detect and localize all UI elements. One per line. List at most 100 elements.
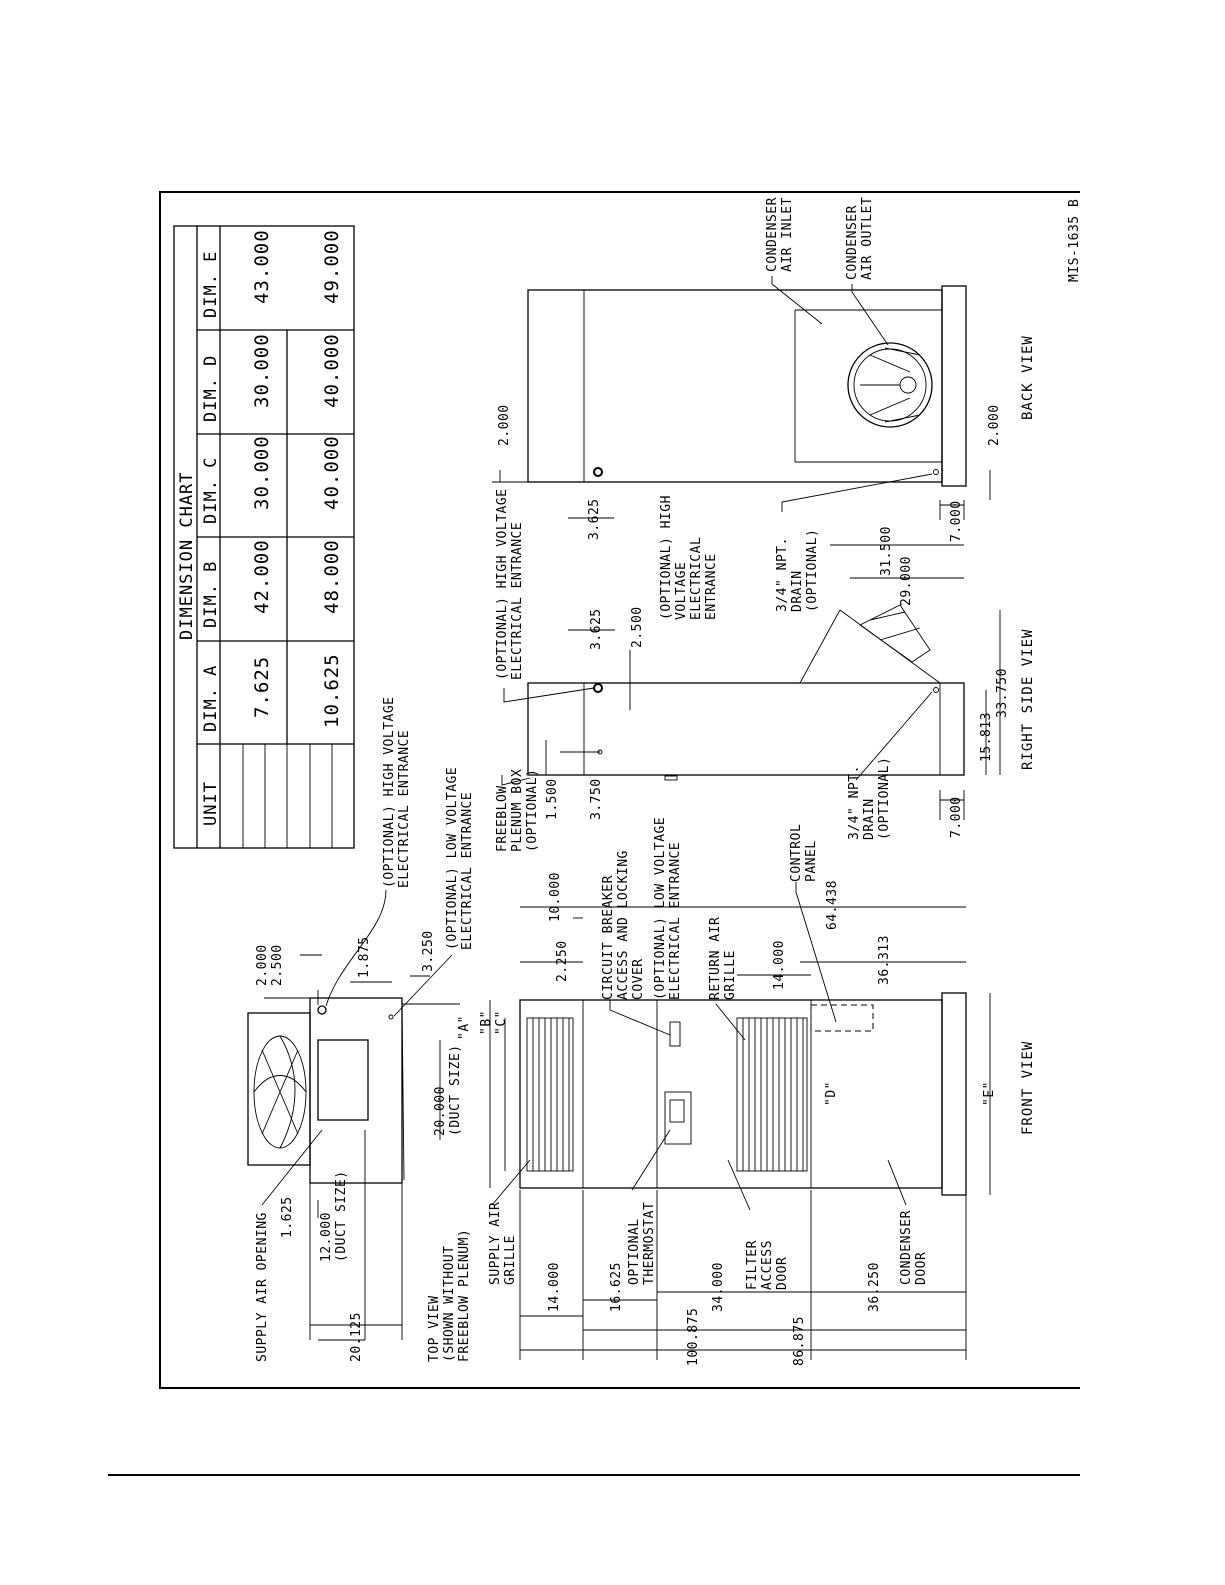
- dim-label: 7.000: [949, 796, 964, 838]
- callout-side-hv2: ELECTRICAL: [689, 537, 704, 620]
- chart-cell: 30.000: [251, 333, 273, 408]
- dimension-chart-title: DIMENSION CHART: [177, 471, 197, 640]
- dim-label: 2.500: [630, 606, 645, 648]
- callout-control-panel: CONTROL: [789, 824, 804, 882]
- callout-freeblow-plenum: (OPTIONAL): [525, 769, 540, 852]
- dim-label: 3.625: [589, 608, 604, 650]
- top-view-drawing: [247, 997, 405, 1184]
- top-view-title: (SHOWN WITHOUT: [442, 1245, 457, 1362]
- front-view-drawing: [519, 992, 967, 1196]
- top-view-title: FREEBLOW PLENUM): [457, 1229, 472, 1362]
- callout-side-hv: (OPTIONAL) HIGH VOLTAGE: [495, 488, 510, 680]
- leader-line: [631, 1129, 671, 1191]
- dim-label: 3.250: [421, 930, 436, 972]
- callout-drain-back: DRAIN: [790, 570, 805, 612]
- callout-condenser-air-outlet: CONDENSER: [845, 205, 860, 280]
- callout-return-air-grille: RETURN AIR: [708, 917, 723, 1000]
- dim-label: 10.000: [548, 872, 563, 922]
- callout-condenser-door: CONDENSER: [899, 1210, 914, 1285]
- right-side-view-drawing: [527, 604, 965, 781]
- chart-cell: 40.000: [321, 333, 343, 408]
- leader-line: [855, 691, 933, 781]
- right-side-view-dim-lines: [545, 544, 1001, 820]
- chart-header-dim-c: DIM. C: [201, 457, 221, 524]
- drawing-number: MIS-1635 B: [1067, 199, 1082, 282]
- callout-return-air-grille: GRILLE: [723, 950, 738, 1000]
- dim-label: 100.875: [686, 1308, 701, 1366]
- chart-cell: 49.000: [321, 229, 343, 304]
- dim-label: (DUCT SIZE): [334, 1170, 349, 1262]
- leader-line: [501, 775, 531, 786]
- leader-line: [261, 1129, 323, 1206]
- callout-side-hv2: ENTRANCE: [704, 553, 719, 620]
- dim-label: 36.250: [867, 1262, 882, 1312]
- dim-label: "C": [494, 1010, 509, 1035]
- dim-label: 14.000: [547, 1262, 562, 1312]
- top-view-title: TOP VIEW: [427, 1295, 442, 1362]
- chart-cell: 48.000: [321, 539, 343, 614]
- leader-line: [491, 1159, 531, 1206]
- callout-control-panel: PANEL: [804, 840, 819, 882]
- leader-line: [503, 687, 595, 703]
- dim-label: 20.125: [349, 1312, 364, 1362]
- callout-optional-thermostat: THERMOSTAT: [642, 1202, 657, 1285]
- dim-label: (DUCT SIZE): [448, 1044, 463, 1136]
- callout-filter-access-door: FILTER: [745, 1240, 760, 1290]
- callout-condenser-air-outlet: AIR OUTLET: [860, 197, 875, 280]
- callout-front-lv: (OPTIONAL) LOW VOLTAGE: [653, 817, 668, 1000]
- callout-drain-back: (OPTIONAL): [805, 529, 820, 612]
- callout-circuit-breaker: CIRCUIT BREAKER: [601, 875, 616, 1000]
- callout-freeblow-plenum: FREEBLOW: [495, 785, 510, 852]
- dim-label: 1.500: [545, 778, 560, 820]
- callout-drain-side: (OPTIONAL): [877, 757, 892, 840]
- dim-label: "A": [457, 1015, 472, 1040]
- chart-cell: 42.000: [251, 539, 273, 614]
- front-view-dim-lines: [489, 906, 991, 1360]
- dim-label: 15.813: [979, 712, 994, 762]
- callout-circuit-breaker: COVER: [631, 958, 646, 1000]
- dim-label: 3.625: [587, 498, 602, 540]
- callout-drain-side: DRAIN: [862, 798, 877, 840]
- callout-top-lv: ELECTRICAL ENTRANCE: [460, 792, 475, 950]
- chart-header-dim-b: DIM. B: [201, 561, 221, 628]
- dim-label: 2.000: [987, 404, 1002, 446]
- leader-line: [727, 1159, 751, 1211]
- back-view-title: BACK VIEW: [1020, 335, 1036, 420]
- dim-label: 33.750: [995, 668, 1010, 718]
- chart-cell: 7.625: [251, 656, 273, 718]
- leader-line: [609, 1000, 671, 1036]
- callout-side-hv2: (OPTIONAL) HIGH: [659, 495, 674, 620]
- chart-cell: 40.000: [321, 435, 343, 510]
- drawing-border: [159, 191, 1080, 1389]
- front-view-title: FRONT VIEW: [1020, 1041, 1036, 1135]
- callout-supply-air-grille: SUPPLY AIR: [488, 1202, 503, 1285]
- top-view-dim-lines: [264, 954, 460, 1341]
- callout-optional-thermostat: OPTIONAL: [627, 1218, 642, 1285]
- leader-line: [771, 276, 823, 325]
- dim-label: "D": [824, 1081, 839, 1106]
- dim-label: 29.000: [899, 556, 914, 606]
- dim-label: 7.000: [949, 500, 964, 542]
- dim-label: 1.875: [357, 936, 372, 978]
- dim-label: 12.000: [319, 1212, 334, 1262]
- callout-top-hv: (OPTIONAL) HIGH VOLTAGE: [382, 696, 397, 888]
- dim-label: 20.000: [433, 1086, 448, 1136]
- callout-drain-back: 3/4" NPT.: [775, 537, 790, 612]
- back-view-drawing: [527, 285, 967, 487]
- chart-header-unit: UNIT: [201, 781, 221, 826]
- dim-label: 36.313: [877, 935, 892, 985]
- leader-line: [715, 1003, 746, 1041]
- callout-top-hv: ELECTRICAL ENTRANCE: [397, 730, 412, 888]
- chart-header-dim-d: DIM. D: [201, 355, 221, 422]
- leader-line: [393, 954, 453, 1017]
- back-view-dim-lines: [492, 470, 991, 520]
- leader-line: [781, 473, 933, 512]
- dim-label: 14.000: [772, 940, 787, 990]
- chart-cell: 30.000: [251, 435, 273, 510]
- callout-side-hv2: VOLTAGE: [674, 562, 689, 620]
- callout-supply-air-grille: GRILLE: [503, 1235, 518, 1285]
- callout-circuit-breaker: ACCESS AND LOCKING: [616, 850, 631, 1000]
- dim-label: "E": [982, 1081, 997, 1106]
- leader-line: [887, 1159, 907, 1206]
